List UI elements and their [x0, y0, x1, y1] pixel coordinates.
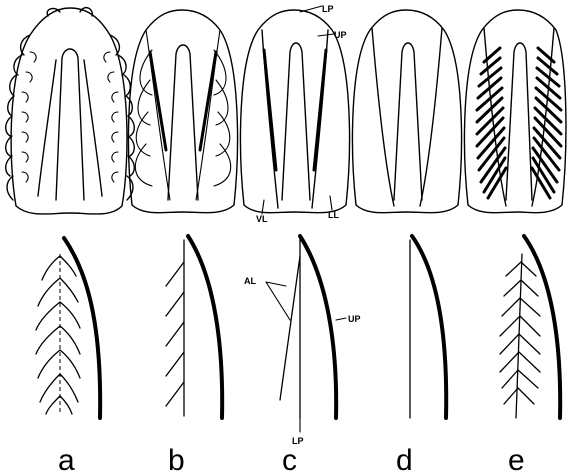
label-up-bottom: UP — [348, 314, 361, 324]
panel-b-top-drawing — [129, 10, 238, 213]
label-lp-top: LP — [322, 4, 334, 14]
panel-c-bottom-drawing — [266, 236, 336, 432]
panel-letter-e: e — [508, 444, 525, 472]
label-ll: LL — [328, 210, 339, 220]
panel-a-bottom-drawing — [36, 238, 100, 418]
up-bottom-leader — [336, 318, 346, 320]
panel-a-top-drawing — [6, 8, 135, 214]
panel-letter-c: c — [282, 444, 297, 472]
panel-d-top-drawing — [353, 10, 462, 213]
label-vl: VL — [256, 214, 268, 224]
panel-e-bottom-drawing — [500, 236, 560, 418]
panel-letter-d: d — [396, 444, 413, 472]
panel-b-bottom-drawing — [166, 236, 222, 418]
label-up-top: UP — [334, 30, 347, 40]
panel-e-top-drawing — [465, 10, 566, 213]
panel-letter-a: a — [58, 444, 75, 472]
panel-letter-b: b — [168, 444, 185, 472]
panel-d-bottom-drawing — [410, 236, 446, 418]
label-al: AL — [244, 276, 256, 286]
